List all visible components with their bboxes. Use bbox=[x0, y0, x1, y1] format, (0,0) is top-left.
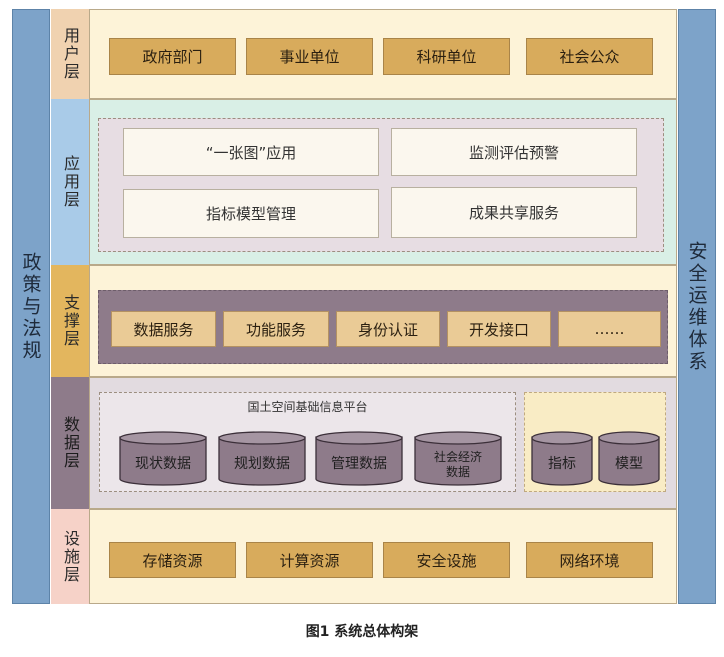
cylinder-socioeconomic-data: 社会经济数据 bbox=[414, 431, 502, 486]
cylinder-management-data: 管理数据 bbox=[315, 431, 403, 486]
cylinder-icon bbox=[531, 431, 593, 486]
cylinder-icon bbox=[598, 431, 660, 486]
infra-item-storage: 存储资源 bbox=[109, 542, 236, 578]
cylinder-planning-data: 规划数据 bbox=[218, 431, 306, 486]
support-item-data-service: 数据服务 bbox=[111, 311, 216, 347]
cylinder-icon bbox=[315, 431, 403, 486]
platform-title: 国土空间基础信息平台 bbox=[247, 400, 368, 414]
support-layer-label: 支撑层 bbox=[51, 265, 90, 377]
cylinder-current-data: 现状数据 bbox=[119, 431, 207, 486]
policy-regulation-pillar: 政策与法规 bbox=[12, 9, 50, 604]
application-layer-label: 应用层 bbox=[51, 99, 90, 265]
support-item-function-service: 功能服务 bbox=[223, 311, 329, 347]
app-item-monitoring: 监测评估预警 bbox=[391, 128, 637, 176]
app-item-sharing: 成果共享服务 bbox=[391, 187, 637, 238]
infrastructure-layer-label: 设施层 bbox=[51, 509, 90, 604]
infra-item-security: 安全设施 bbox=[383, 542, 510, 578]
support-item-more: …… bbox=[558, 311, 661, 347]
data-layer-label: 数据层 bbox=[51, 377, 90, 509]
cylinder-indicator: 指标 bbox=[531, 431, 593, 486]
cylinder-icon bbox=[414, 431, 502, 486]
policy-regulation-label: 政策与法规 bbox=[19, 251, 42, 362]
infra-item-computing: 计算资源 bbox=[246, 542, 373, 578]
figure-caption: 图1 系统总体构架 bbox=[305, 624, 419, 640]
user-item-public: 社会公众 bbox=[526, 38, 653, 75]
support-item-authentication: 身份认证 bbox=[336, 311, 440, 347]
cylinder-model: 模型 bbox=[598, 431, 660, 486]
user-item-government: 政府部门 bbox=[109, 38, 236, 75]
cylinder-icon bbox=[119, 431, 207, 486]
app-item-one-map: “一张图”应用 bbox=[123, 128, 379, 176]
infra-item-network: 网络环境 bbox=[526, 542, 653, 578]
security-ops-pillar: 安全运维体系 bbox=[678, 9, 716, 604]
app-item-model-management: 指标模型管理 bbox=[123, 189, 379, 238]
support-item-dev-interface: 开发接口 bbox=[447, 311, 551, 347]
cylinder-icon bbox=[218, 431, 306, 486]
user-item-research: 科研单位 bbox=[383, 38, 510, 75]
security-ops-label: 安全运维体系 bbox=[685, 240, 708, 373]
user-layer-label: 用户层 bbox=[51, 9, 90, 99]
user-item-public-institution: 事业单位 bbox=[246, 38, 373, 75]
